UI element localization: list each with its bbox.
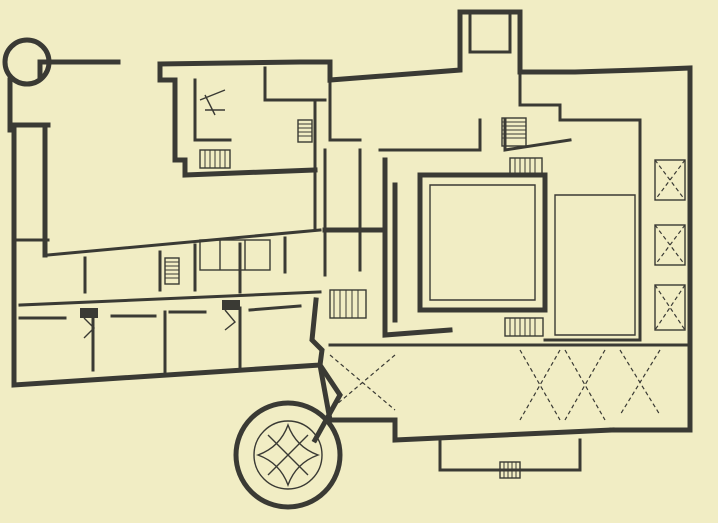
central-court [322,148,548,338]
ne-partitions-2 [518,70,642,122]
sw-tower-ribs [267,434,309,476]
court-stair-south [504,317,544,337]
nw-block-partition [263,66,327,102]
vault-bay-2 [654,224,686,266]
east-hall [554,194,636,336]
east-hall-wall [543,118,642,342]
south-vault-1 [329,354,396,411]
east-wall [609,297,693,433]
south-front-wall [317,362,615,443]
north-range-wall [157,9,693,303]
west-fireplace-2 [224,309,236,331]
north-west-block [157,61,327,232]
sw-tower-inner [253,420,323,490]
west-corridor-wall-n [46,228,322,257]
nw-stair-2 [297,119,313,143]
west-corridor-wall-s [18,290,322,307]
court-stair-north [509,157,543,175]
south-vaulted-range [328,343,692,479]
west-wing-interior [16,228,322,374]
sw-tower-vault-star [255,422,321,488]
south-porch [438,438,582,472]
nw-block-room [193,78,232,142]
nw-block-outline [157,61,318,178]
west-pier-1 [80,308,98,318]
west-partitions-lower-top [18,304,302,320]
sw-tower-link [311,361,343,444]
vault-ribs-1 [654,159,686,201]
north-west-wall [37,59,121,258]
vault-ribs-2 [654,224,686,266]
west-room-dividers [91,306,242,374]
court-west-range [382,157,453,338]
vault-bay-3 [654,284,686,331]
nw-stair [199,149,231,169]
west-partitions-upper [83,236,287,294]
west-stair [164,257,180,285]
west-closets [199,239,271,271]
sw-round-tower [233,361,343,510]
west-fireplace-1 [83,317,95,339]
ne-stair [501,117,527,147]
ne-partitions [328,78,572,152]
south-vault-4 [619,349,661,416]
north-east-rooms [328,70,642,342]
north-tower [468,10,512,54]
vault-ribs-3 [654,284,686,331]
court-stair-west [329,289,367,319]
south-vault-3 [564,349,606,421]
sw-tower-outer [233,400,343,510]
closet-dividers [219,240,246,270]
outer-walls [2,9,693,443]
south-porch-steps [499,461,521,479]
vault-bay-1 [654,159,686,201]
south-vault-2 [519,349,561,421]
west-pier-2 [222,300,240,310]
east-vaulted-bays [654,159,686,331]
court-west-passage [323,148,362,277]
court-inner [429,184,536,301]
court-outline [417,172,548,313]
nw-block-fixtures [199,89,226,116]
west-wing-wall [7,77,325,388]
